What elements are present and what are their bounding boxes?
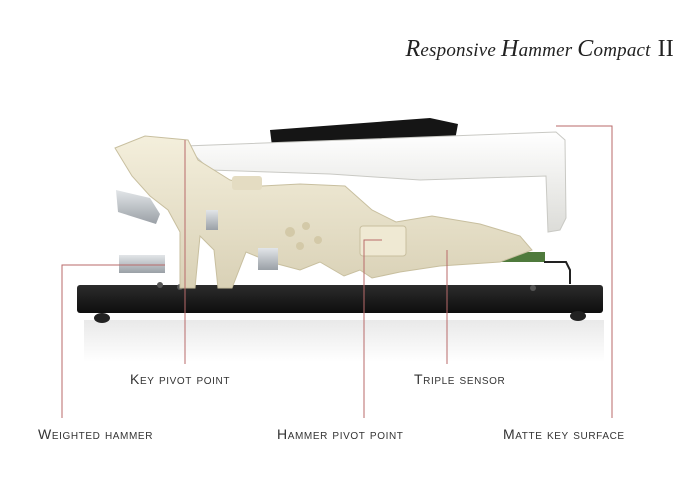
hammer-assembly xyxy=(114,135,533,289)
title-cap-c: C xyxy=(577,36,594,62)
title-rest-1: esponsive xyxy=(420,40,502,61)
callout-matte-key-surface: Matte key surface xyxy=(503,426,625,442)
hammer-hole xyxy=(314,236,322,244)
hammer-pivot-block xyxy=(359,225,407,257)
title-cap-r: R xyxy=(405,36,421,62)
metal-bracket xyxy=(206,210,218,230)
title-word-2: Hammer xyxy=(501,36,578,62)
leader-weighted-hammer xyxy=(61,264,165,418)
hammer-hole xyxy=(296,242,304,250)
white-key xyxy=(183,131,567,233)
floor-reflection xyxy=(84,320,604,362)
cable xyxy=(544,261,571,284)
title-rest-2: ammer xyxy=(518,40,578,61)
leader-hammer-pivot-point xyxy=(363,239,382,418)
callout-leader-lines xyxy=(61,125,613,418)
title-rest-3: ompact xyxy=(593,40,656,61)
callout-triple-sensor: Triple sensor xyxy=(414,371,506,387)
hammer-hole xyxy=(302,222,310,230)
callout-hammer-pivot-point: Hammer pivot point xyxy=(277,426,404,442)
base-screw xyxy=(157,282,163,288)
hammer-weight-lower xyxy=(119,255,165,273)
callout-weighted-hammer: Weighted hammer xyxy=(38,426,154,442)
title-numeral: II xyxy=(657,36,674,62)
foot-left xyxy=(94,313,110,323)
base-rail xyxy=(77,285,603,313)
base-screw xyxy=(530,285,536,291)
metal-bracket xyxy=(258,248,278,270)
hammer-weight-upper xyxy=(116,190,160,224)
title-word-3: Compact xyxy=(577,36,656,62)
foot-right xyxy=(570,311,586,321)
title-cap-h: H xyxy=(501,36,519,62)
callout-key-pivot-point: Key pivot point xyxy=(130,371,231,387)
hammer-hole xyxy=(285,227,295,237)
title-word-1: Responsive xyxy=(406,36,502,62)
product-title: Responsive Hammer Compact II xyxy=(406,36,674,63)
key-pivot-block xyxy=(232,176,262,190)
leader-matte-key-surface xyxy=(556,125,613,418)
